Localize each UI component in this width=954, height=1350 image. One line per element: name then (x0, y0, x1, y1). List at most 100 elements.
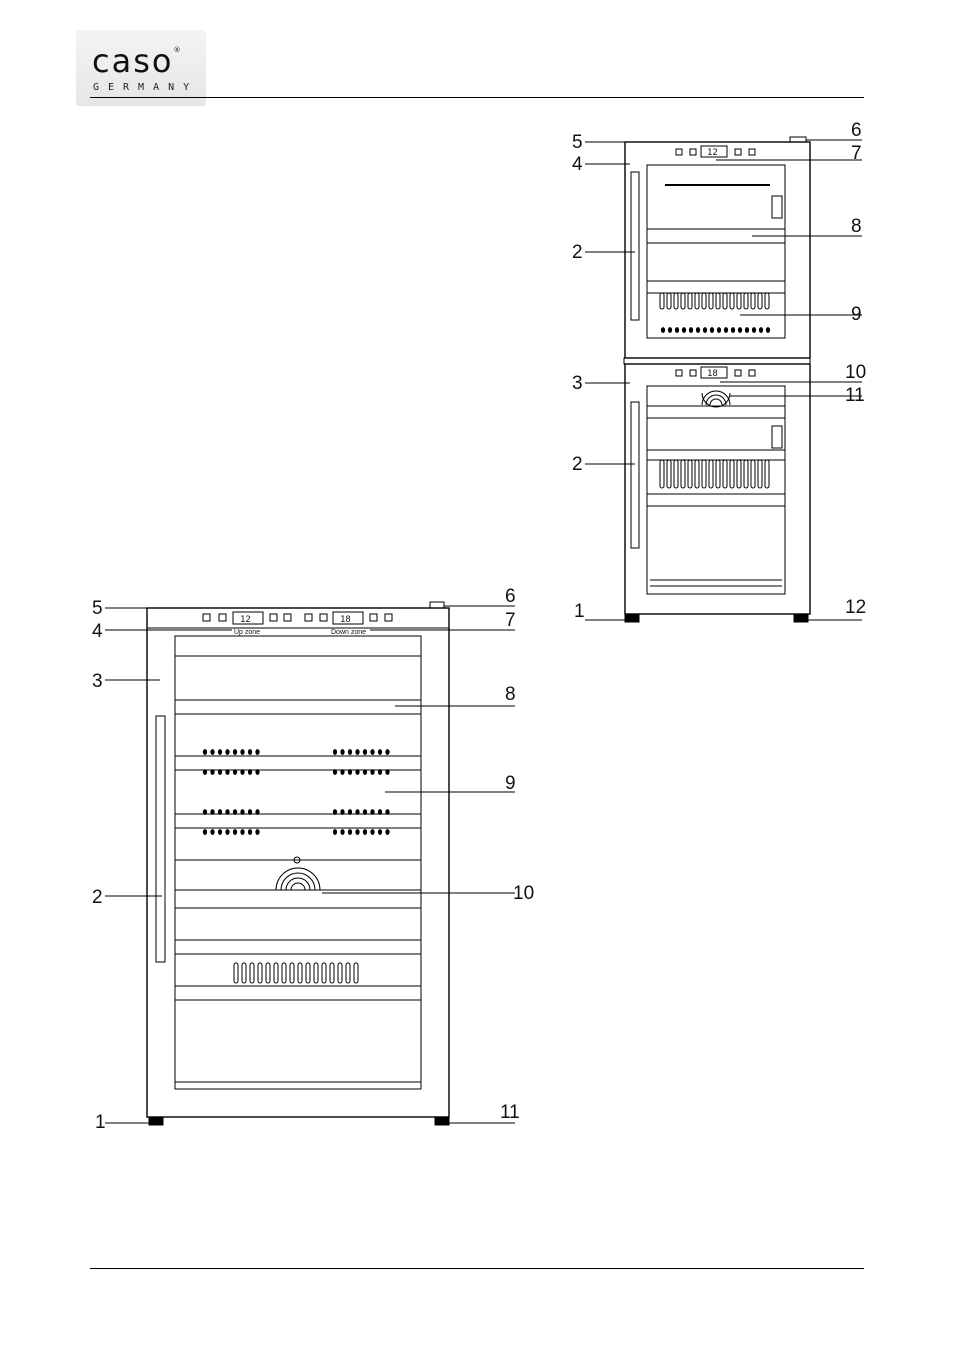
small-foot-right (793, 613, 809, 623)
grille-slot (743, 292, 749, 310)
small-callout-4: 4 (572, 154, 583, 175)
small-callout-11: 11 (845, 385, 865, 406)
bottle-dot (332, 829, 338, 835)
bottle-dot (370, 829, 375, 835)
grille-slot (673, 459, 679, 489)
bottle-dot (377, 769, 383, 775)
zone-button-icon (283, 613, 292, 622)
display-left-value: 12 (240, 615, 251, 625)
bottle-dot (340, 829, 345, 835)
lower-fan-icon (701, 390, 731, 408)
small-display-top-value: 12 (707, 148, 718, 158)
bottle-dot (247, 749, 253, 755)
bottle-dot (255, 769, 260, 775)
grille-slot (265, 962, 271, 984)
callout-2: 2 (92, 887, 103, 908)
bottle-dot (385, 829, 390, 835)
bottle-dot (688, 327, 694, 333)
footer-rule (90, 1268, 864, 1269)
grille-slot (673, 292, 679, 310)
bottle-dot (332, 809, 338, 815)
bottle-dot (340, 809, 345, 815)
small-callouts: 2 2 3 4 5 6 7 8 9 10 11 1 12 (572, 120, 866, 622)
bottle-dot (232, 809, 238, 815)
bottle-dot (210, 809, 215, 815)
zone-button-icon (384, 613, 393, 622)
large-fan-icon (275, 856, 321, 891)
small-callout-12: 12 (845, 597, 866, 618)
light-button-icon (369, 613, 378, 622)
small-foot-left (624, 613, 640, 623)
bottle-dot (370, 749, 375, 755)
bottle-dot (385, 809, 390, 815)
grille-slot (273, 962, 279, 984)
large-door-handle (155, 715, 166, 963)
small-panel-text: 12 18 (707, 148, 718, 379)
grille-slot (249, 962, 255, 984)
callout-7: 7 (505, 610, 516, 631)
bottle-dot (247, 829, 253, 835)
bottle-dot (210, 829, 215, 835)
large-hinge (429, 601, 445, 609)
grille-slot (257, 962, 263, 984)
bottle-dot (225, 749, 230, 755)
display-left (232, 611, 264, 625)
upper-door-handle (630, 171, 640, 321)
large-control-panel (202, 611, 393, 625)
bottle-dot (202, 769, 208, 775)
grille-slot (659, 292, 665, 310)
bottle-dot (225, 809, 230, 815)
down-button-icon (218, 613, 227, 622)
bottle-dot (355, 749, 360, 755)
bottle-dot (202, 749, 208, 755)
grille-slot (289, 962, 295, 984)
callout-8: 8 (505, 684, 516, 705)
grille-slot (281, 962, 287, 984)
large-panel-text: 12 18 Up zone Down zone (234, 615, 366, 636)
grille-slot (313, 962, 319, 984)
bottle-dot (232, 829, 238, 835)
registered-mark: ® (173, 46, 183, 54)
bottle-dot (225, 829, 230, 835)
bottle-dot (340, 749, 345, 755)
bottle-dot (751, 327, 757, 333)
large-bottle-rows (202, 749, 390, 835)
bottle-dot (709, 327, 715, 333)
grille-slot (329, 962, 335, 984)
bottle-dot (667, 327, 673, 333)
bottle-dot (716, 327, 722, 333)
small-callout-5: 5 (572, 132, 583, 153)
bottle-dot (332, 769, 338, 775)
bottle-dot (765, 327, 771, 333)
callout-10: 10 (513, 883, 534, 904)
small-callout-7: 7 (851, 143, 862, 164)
bottle-dot (232, 769, 238, 775)
bottle-dot (255, 749, 260, 755)
bottle-dot (247, 769, 253, 775)
up-zone-label: Up zone (234, 629, 260, 636)
down-zone-label: Down zone (331, 629, 366, 636)
grille-slot (345, 962, 351, 984)
grille-slot (736, 459, 742, 489)
bottle-dot (702, 327, 708, 333)
grille-slot (729, 459, 735, 489)
grille-slot (764, 459, 770, 489)
bottle-dot (255, 809, 260, 815)
grille-slot (750, 459, 756, 489)
upper-hinge (789, 136, 807, 143)
bottle-dot (240, 829, 245, 835)
up-button-icon (202, 613, 211, 622)
bottle-dot (362, 769, 368, 775)
bottle-dot (210, 769, 215, 775)
small-callout-3: 3 (572, 373, 583, 394)
grille-slot (694, 459, 700, 489)
bottle-dot (240, 809, 245, 815)
grille-slot (694, 292, 700, 310)
light-button-icon (269, 613, 278, 622)
upper-thermometer (771, 195, 783, 219)
bottle-dot (217, 769, 223, 775)
callout-1: 1 (95, 1112, 106, 1133)
grille-slot (708, 292, 714, 310)
header-rule (90, 97, 864, 98)
